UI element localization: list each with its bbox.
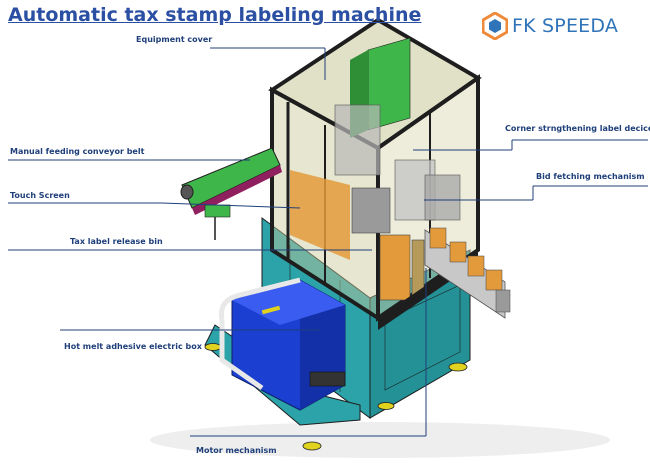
label-tax-label-bin: Tax label release bin: [70, 237, 163, 246]
label-motor-mechanism: Motor mechanism: [196, 446, 277, 455]
diagram-title: Automatic tax stamp labeling machine: [8, 4, 422, 26]
label-manual-feeding: Manual feeding conveyor belt: [10, 147, 145, 156]
label-hot-melt-box: Hot melt adhesive electric box: [64, 342, 202, 351]
label-equipment-cover: Equipment cover: [136, 35, 213, 44]
fk-hexagon-logo-icon: [482, 12, 508, 40]
brand-name: FK SPEEDA: [512, 15, 619, 37]
hot-melt-box: [218, 277, 346, 411]
machine-feet: [204, 343, 468, 451]
label-corner-label-device: Corner strngthening label decice: [505, 124, 650, 133]
label-bid-fetching: Bid fetching mechanism: [536, 172, 645, 181]
label-touch-screen: Touch Screen: [10, 191, 70, 200]
upper-frame: [268, 17, 482, 330]
brand-logo: FK SPEEDA: [482, 12, 618, 40]
label-stack: [424, 227, 511, 319]
floor-shadow: [150, 422, 610, 458]
leader-lines: [8, 47, 648, 437]
